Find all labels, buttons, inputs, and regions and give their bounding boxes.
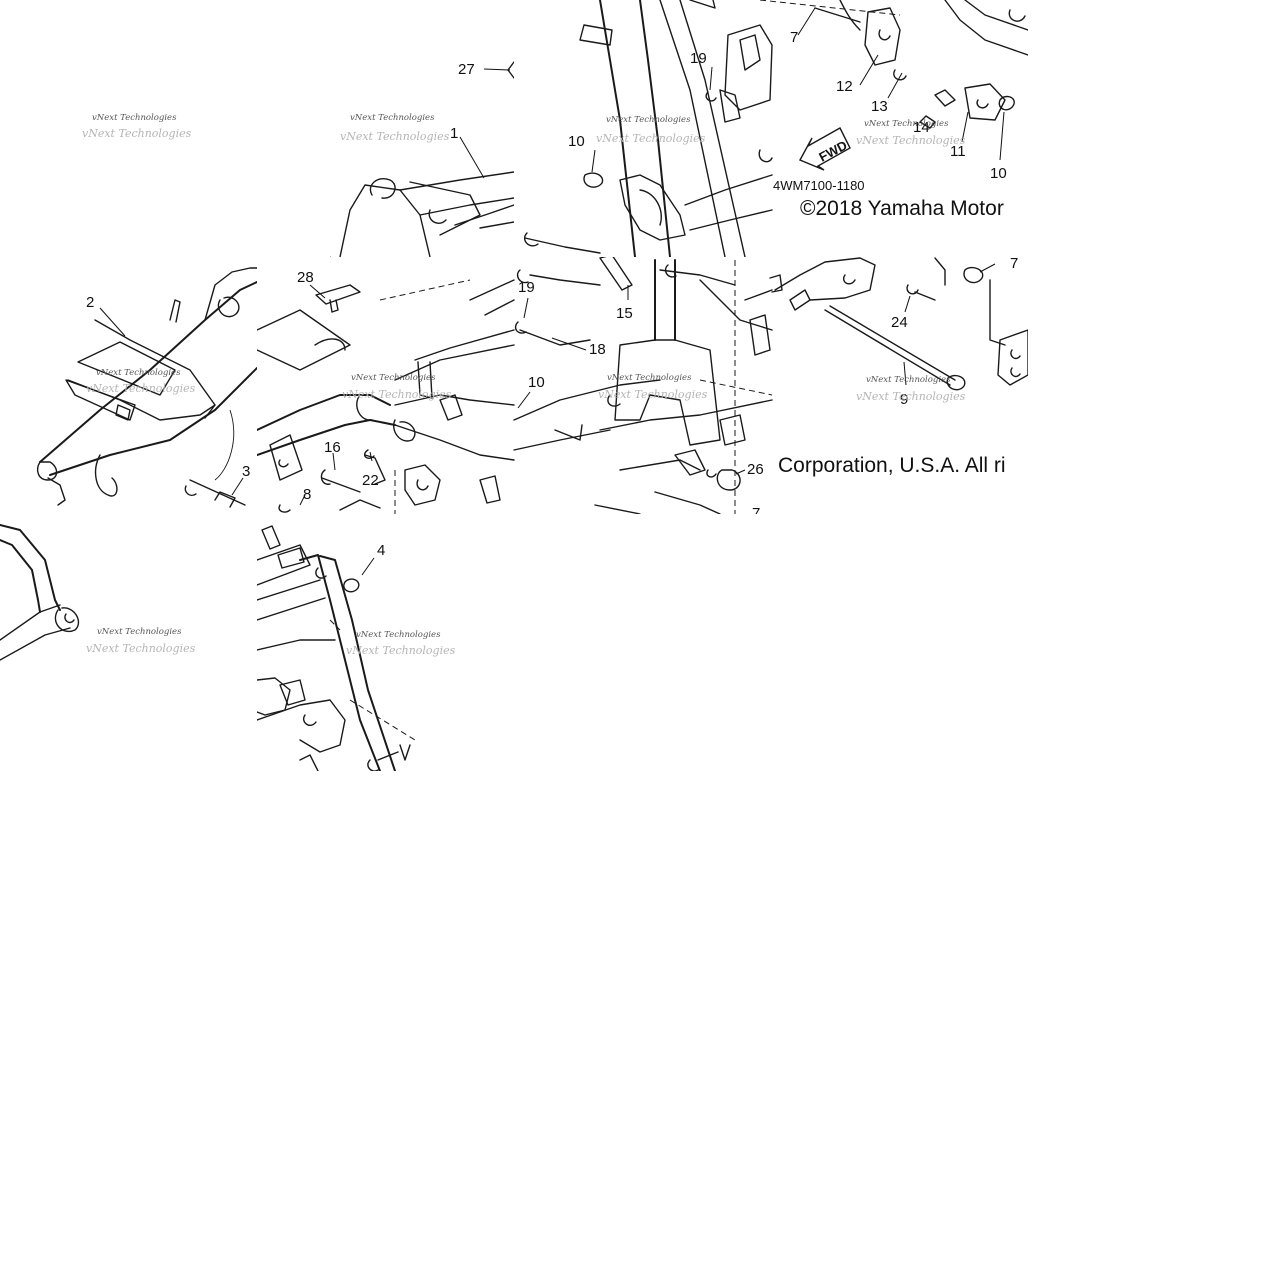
- watermark-shadow: vNext Technologies: [86, 642, 196, 655]
- copyright-line-2: Corporation, U.S.A. All ri: [778, 454, 1006, 477]
- tile-middle-frame: 28 16 22 8 19: [257, 255, 1028, 522]
- callout-12: 12: [836, 78, 853, 95]
- watermark: vNext Technologies: [350, 113, 435, 123]
- watermark-shadow: vNext Technologies: [596, 132, 706, 145]
- callout-2: 2: [86, 294, 94, 311]
- callout-11: 11: [950, 143, 966, 160]
- tile-rear-frame: 2 3 vNext Technologies vNext Technologie…: [36, 113, 257, 508]
- fwd-arrow: FWD: [799, 127, 851, 171]
- callout-27: 27: [458, 61, 475, 78]
- watermark-shadow: vNext Technologies: [856, 134, 966, 147]
- callout-1: 1: [450, 125, 458, 142]
- watermark: vNext Technologies: [356, 630, 441, 640]
- watermark-shadow: vNext Technologies: [82, 127, 192, 140]
- callout-16: 16: [324, 439, 341, 456]
- callout-26: 26: [747, 461, 764, 478]
- callout-15: 15: [616, 305, 633, 322]
- watermark: vNext Technologies: [607, 373, 692, 383]
- callout-4: 4: [377, 542, 385, 559]
- watermark: vNext Technologies: [606, 115, 691, 125]
- callout-13: 13: [871, 98, 888, 115]
- callout-3: 3: [242, 463, 250, 480]
- diagram-part-number: 4WM7100-1180: [773, 178, 865, 193]
- callout-19: 19: [518, 279, 535, 296]
- tile-upper-right: 7 12 13 11 10 14 10 19 FWD 4WM7100-1180 …: [523, 0, 1028, 257]
- watermark-shadow: vNext Technologies: [342, 388, 452, 401]
- watermark: vNext Technologies: [96, 368, 181, 378]
- tile-lower-frame: 4 vNext Technologies vNext Technologies: [257, 525, 456, 771]
- tile-rear-end: vNext Technologies vNext Technologies: [0, 524, 196, 661]
- watermark-shadow: vNext Technologies: [86, 382, 196, 395]
- callout-7: 7: [752, 505, 760, 522]
- callout-10: 10: [528, 374, 545, 391]
- callout-28: 28: [297, 269, 314, 286]
- callout-7: 7: [790, 29, 798, 46]
- callout-10: 10: [568, 133, 585, 150]
- watermark-shadow: vNext Technologies: [340, 130, 450, 143]
- watermark: vNext Technologies: [351, 373, 436, 383]
- callout-7: 7: [1010, 255, 1018, 272]
- callout-14: 14: [913, 119, 930, 136]
- watermark-shadow: vNext Technologies: [346, 644, 456, 657]
- watermark: vNext Technologies: [864, 119, 949, 129]
- watermark-shadow: vNext Technologies: [856, 390, 966, 403]
- callout-24: 24: [891, 314, 908, 331]
- watermark: vNext Technologies: [866, 375, 951, 385]
- callout-10: 10: [990, 165, 1007, 182]
- callout-9: 9: [900, 391, 908, 408]
- copyright-line-1: ©2018 Yamaha Motor: [800, 197, 1004, 220]
- tile-steering-head: 1 27 vNext Technologies vNext Technologi…: [330, 61, 514, 257]
- callout-19: 19: [690, 50, 707, 67]
- watermark: vNext Technologies: [92, 113, 177, 123]
- callout-18: 18: [589, 341, 606, 358]
- callout-22: 22: [362, 472, 379, 489]
- watermark: vNext Technologies: [97, 627, 182, 637]
- watermark-shadow: vNext Technologies: [598, 388, 708, 401]
- callout-8: 8: [303, 486, 311, 503]
